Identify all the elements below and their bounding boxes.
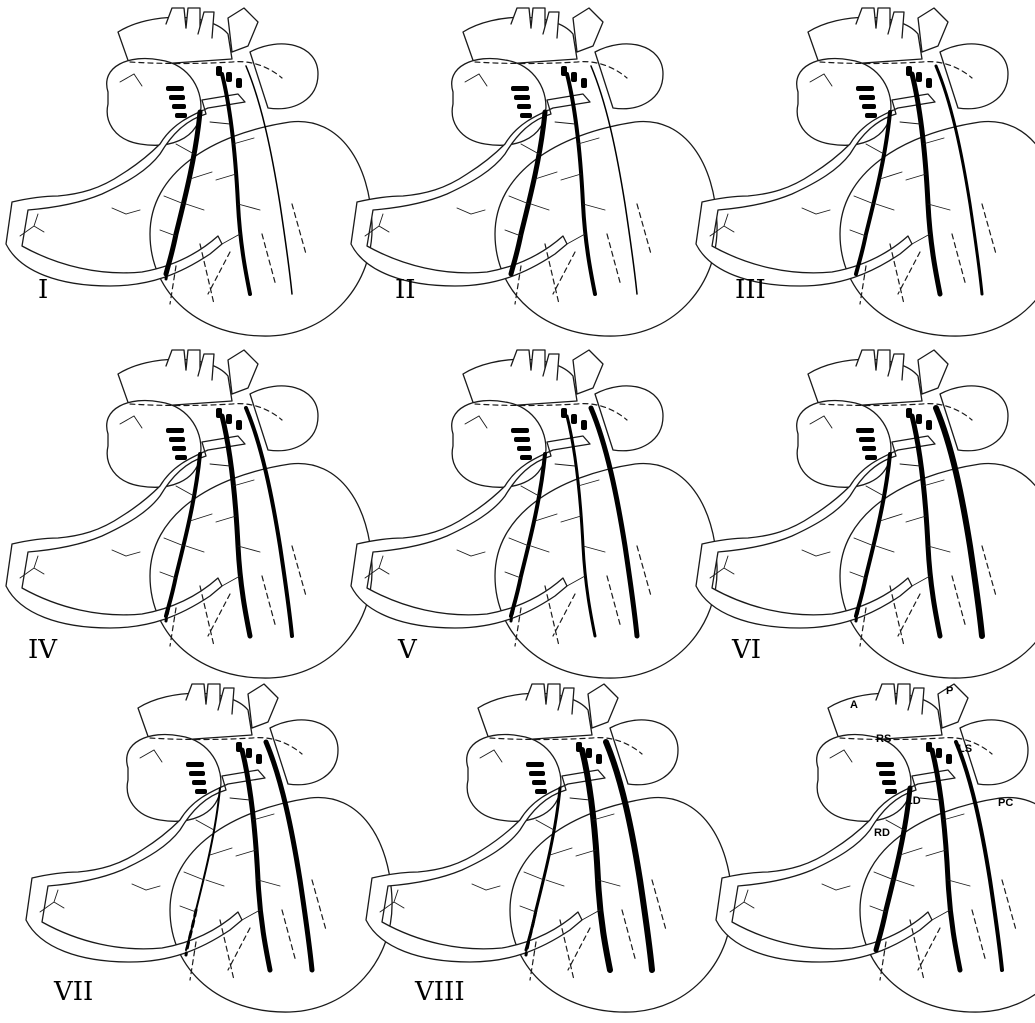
key-label-right-descending: RD bbox=[874, 827, 890, 839]
panel-numeral: II bbox=[395, 275, 416, 305]
key-label-right-septal: RS bbox=[876, 733, 891, 745]
key-label-left-septal: LS bbox=[958, 743, 972, 755]
key-label-posterior-circumflex: PC bbox=[998, 797, 1013, 809]
panel-numeral: IV bbox=[28, 635, 58, 665]
heart-panel-5 bbox=[351, 350, 717, 678]
heart-panel-8 bbox=[366, 684, 732, 1012]
heart-outline bbox=[26, 684, 392, 1012]
panel-numeral: V bbox=[397, 635, 418, 665]
left-septal-artery-bars bbox=[561, 408, 587, 430]
left-septal-artery-bars bbox=[236, 742, 262, 764]
panel-numeral: VIII bbox=[414, 977, 465, 1007]
heart-panel-7 bbox=[26, 684, 392, 1012]
left-septal-artery-bars bbox=[561, 66, 587, 88]
key-label-aorta: A bbox=[850, 699, 858, 711]
heart-panel-6 bbox=[696, 350, 1035, 678]
panel-numeral: VII bbox=[53, 977, 93, 1007]
key-label-left-descending: LD bbox=[906, 795, 921, 807]
heart-panel-4 bbox=[6, 350, 372, 678]
left-septal-artery-bars bbox=[906, 66, 932, 88]
panel-numeral: VI bbox=[731, 635, 761, 665]
left-septal-artery-bars bbox=[216, 66, 242, 88]
left-septal-artery-bars bbox=[216, 408, 242, 430]
heart-outline bbox=[366, 684, 732, 1012]
heart-panel-1 bbox=[6, 8, 372, 336]
left-septal-artery-bars bbox=[906, 408, 932, 430]
left-septal-artery-bars bbox=[926, 742, 952, 764]
key-label-pulmonary: P bbox=[946, 685, 953, 697]
panel-numeral: I bbox=[38, 275, 48, 305]
panel-numeral: III bbox=[735, 275, 766, 305]
